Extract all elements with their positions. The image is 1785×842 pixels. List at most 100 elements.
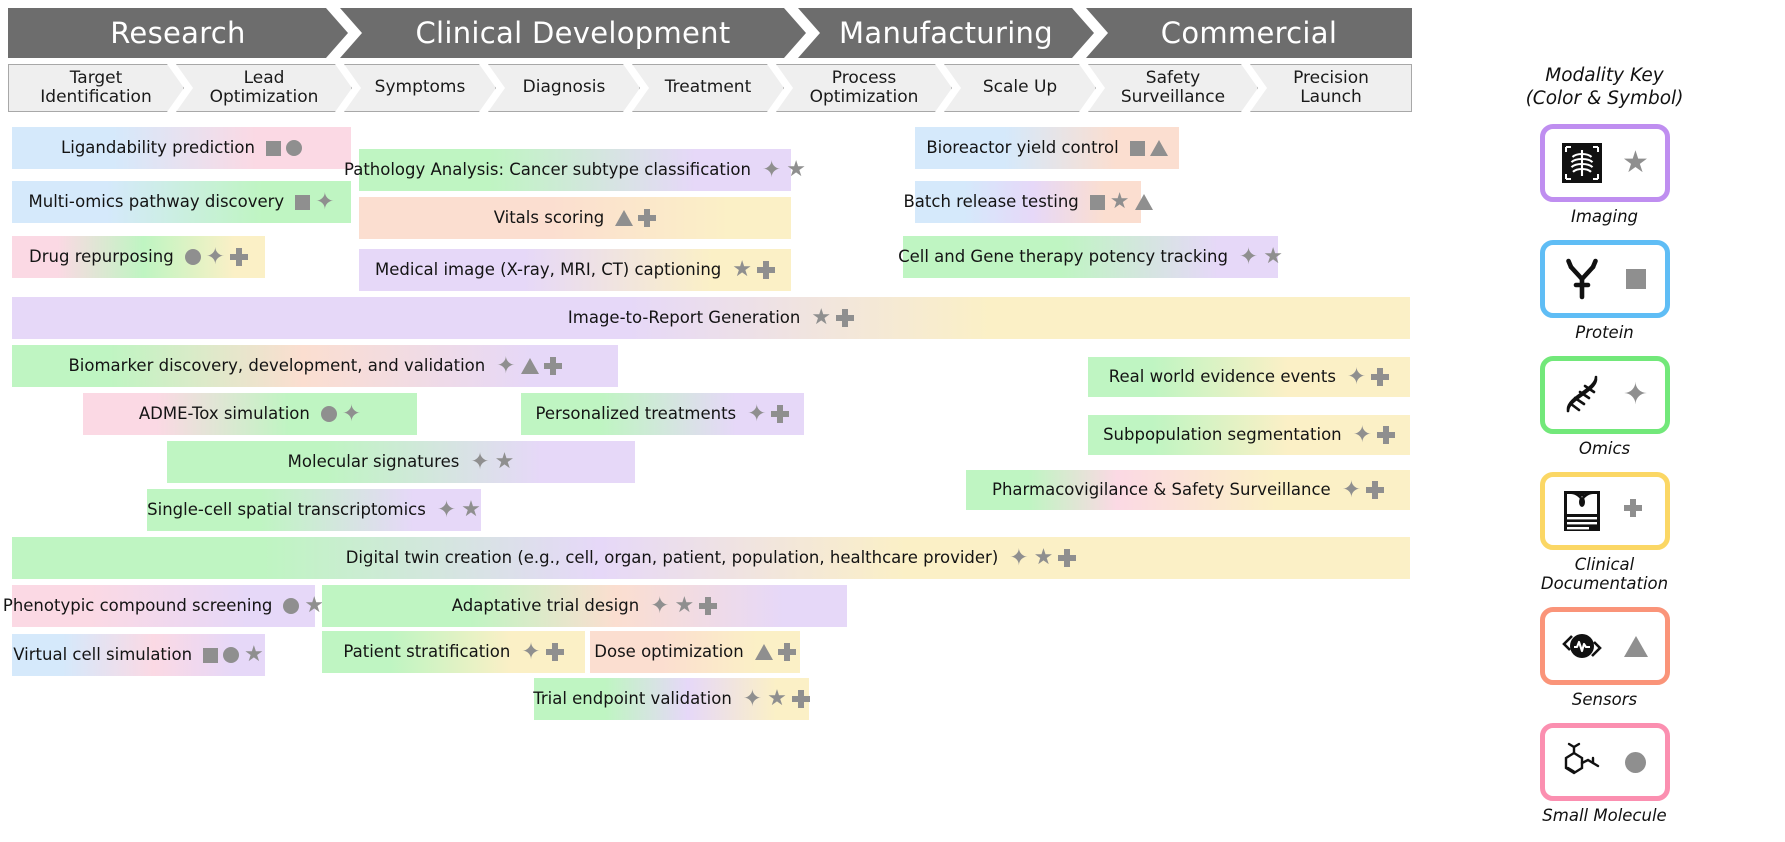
- capability-bar[interactable]: Bioreactor yield control: [915, 127, 1179, 169]
- stage-chevron-symptoms[interactable]: Symptoms: [344, 64, 496, 112]
- plus-symbol-icon: [699, 597, 718, 615]
- capability-bar[interactable]: Real world evidence events✦: [1088, 357, 1410, 397]
- capability-bar[interactable]: Trial endpoint validation✦★: [533, 678, 810, 720]
- modality-key-symbol: [1616, 498, 1656, 523]
- capability-label: Trial endpoint validation: [533, 688, 732, 708]
- capability-bar[interactable]: Phenotypic compound screening★: [3, 585, 324, 627]
- capability-bar[interactable]: Multi-omics pathway discovery✦: [12, 181, 351, 223]
- modality-key-item-sensors[interactable]: Sensors: [1432, 607, 1777, 710]
- capability-bar[interactable]: Subpopulation segmentation✦: [1088, 415, 1410, 455]
- stage-chevron-diagnosis[interactable]: Diagnosis: [488, 64, 640, 112]
- capability-modality-symbols: ✦: [747, 402, 790, 426]
- capability-bar[interactable]: Adaptative trial design ✦★: [322, 585, 847, 627]
- diamond-symbol-icon: ✦: [1341, 476, 1361, 503]
- square-symbol-icon: [295, 194, 311, 210]
- modality-key-item-imaging[interactable]: ★Imaging: [1432, 124, 1777, 227]
- circle-symbol-icon: [223, 647, 240, 663]
- capability-modality-symbols: ★: [283, 595, 324, 617]
- capability-label: Image-to-Report Generation: [567, 307, 801, 327]
- capability-label: Batch release testing: [903, 191, 1079, 211]
- phase-chevron-manufacturing[interactable]: Manufacturing: [798, 8, 1094, 58]
- diamond-symbol-icon: ✦: [496, 352, 516, 379]
- circle-symbol-icon: [1625, 751, 1646, 773]
- capability-bar[interactable]: Batch release testing ★: [903, 181, 1153, 223]
- capability-bar[interactable]: Single-cell spatial transcriptomics✦★: [147, 489, 481, 531]
- capability-label: Personalized treatments: [535, 403, 737, 423]
- star-symbol-icon: ★: [674, 593, 695, 618]
- star-symbol-icon: ★: [732, 257, 752, 282]
- modality-key-label: Sensors: [1571, 690, 1638, 710]
- capability-modality-symbols: [615, 209, 657, 227]
- stage-chevron-treatment[interactable]: Treatment: [632, 64, 784, 112]
- modality-key-item-omics[interactable]: ✦Omics: [1432, 355, 1777, 459]
- capability-bar[interactable]: Virtual cell simulation★: [12, 634, 265, 676]
- phase-label: Manufacturing: [839, 16, 1053, 50]
- star-symbol-icon: ★: [811, 305, 832, 330]
- modality-key-symbol: ✦: [1616, 379, 1656, 410]
- diamond-symbol-icon: ✦: [1238, 243, 1259, 270]
- plus-symbol-icon: [771, 405, 790, 423]
- star-symbol-icon: ★: [461, 497, 481, 522]
- capability-modality-symbols: ✦: [184, 245, 248, 269]
- modality-key-item-protein[interactable]: Protein: [1432, 240, 1777, 343]
- capability-bar[interactable]: Medical image (X-ray, MRI, CT) captionin…: [359, 249, 791, 291]
- stage-label: Scale Up: [982, 77, 1058, 98]
- stage-label: Diagnosis: [522, 77, 606, 98]
- capability-bar[interactable]: Vitals scoring: [359, 197, 791, 239]
- capability-modality-symbols: ✦: [521, 640, 564, 664]
- capability-bar[interactable]: ADME-Tox simulation✦: [83, 393, 417, 435]
- plus-symbol-icon: [545, 643, 564, 661]
- capability-modality-symbols: ✦★: [1009, 544, 1077, 571]
- capability-bar[interactable]: Cell and Gene therapy potency tracking✦★: [898, 236, 1283, 278]
- capability-modality-symbols: ★: [1089, 191, 1153, 213]
- capability-bar[interactable]: Dose optimization: [590, 631, 800, 673]
- capability-bar[interactable]: Patient stratification✦: [322, 631, 585, 673]
- modality-key-title-line1: Modality Key: [1545, 65, 1664, 86]
- stage-label: Symptoms: [374, 77, 466, 98]
- diamond-symbol-icon: ✦: [1009, 544, 1029, 571]
- capability-bar[interactable]: Molecular signatures✦★: [167, 441, 635, 483]
- capability-label: Digital twin creation (e.g., cell, organ…: [345, 547, 999, 567]
- modality-key-card: [1539, 723, 1670, 802]
- capability-label: Virtual cell simulation: [13, 644, 193, 664]
- capability-modality-symbols: ★: [732, 259, 775, 281]
- capability-modality-symbols: ✦★: [470, 448, 515, 475]
- modality-key-card: [1539, 240, 1670, 319]
- capability-label: Adaptative trial design: [451, 595, 640, 615]
- capability-label: Medical image (X-ray, MRI, CT) captionin…: [375, 259, 722, 279]
- star-symbol-icon: ★: [1033, 545, 1054, 570]
- modality-key-item-small-molecule[interactable]: Small Molecule: [1432, 723, 1777, 826]
- capability-bar[interactable]: Personalized treatments ✦: [521, 393, 804, 435]
- molecule-icon: [1554, 734, 1610, 790]
- capability-bar[interactable]: Digital twin creation (e.g., cell, organ…: [12, 537, 1410, 579]
- modality-key-symbol: ★: [1616, 148, 1656, 178]
- stage-chevron-scale-up[interactable]: Scale Up: [944, 64, 1096, 112]
- sensor-icon: [1554, 618, 1610, 674]
- diamond-symbol-icon: ✦: [470, 448, 490, 475]
- circle-symbol-icon: [285, 140, 302, 156]
- capability-bar[interactable]: Drug repurposing✦: [12, 236, 265, 278]
- diamond-symbol-icon: ✦: [650, 592, 670, 619]
- dna-icon: [1554, 367, 1610, 423]
- triangle-symbol-icon: [754, 644, 773, 660]
- capability-bar[interactable]: Image-to-Report Generation ★: [12, 297, 1410, 339]
- star-symbol-icon: ★: [494, 449, 515, 474]
- phase-chevron-research[interactable]: Research: [8, 8, 348, 58]
- phase-chevron-clinical-development[interactable]: Clinical Development: [340, 8, 806, 58]
- capability-bar[interactable]: Pharmacovigilance & Safety Surveillance✦: [966, 470, 1410, 510]
- capability-bar[interactable]: Biomarker discovery, development, and va…: [12, 345, 618, 387]
- phase-chevron-commercial[interactable]: Commercial: [1086, 8, 1412, 58]
- capability-bar[interactable]: Ligandability prediction: [12, 127, 351, 169]
- capability-bar[interactable]: Pathology Analysis: Cancer subtype class…: [344, 149, 806, 191]
